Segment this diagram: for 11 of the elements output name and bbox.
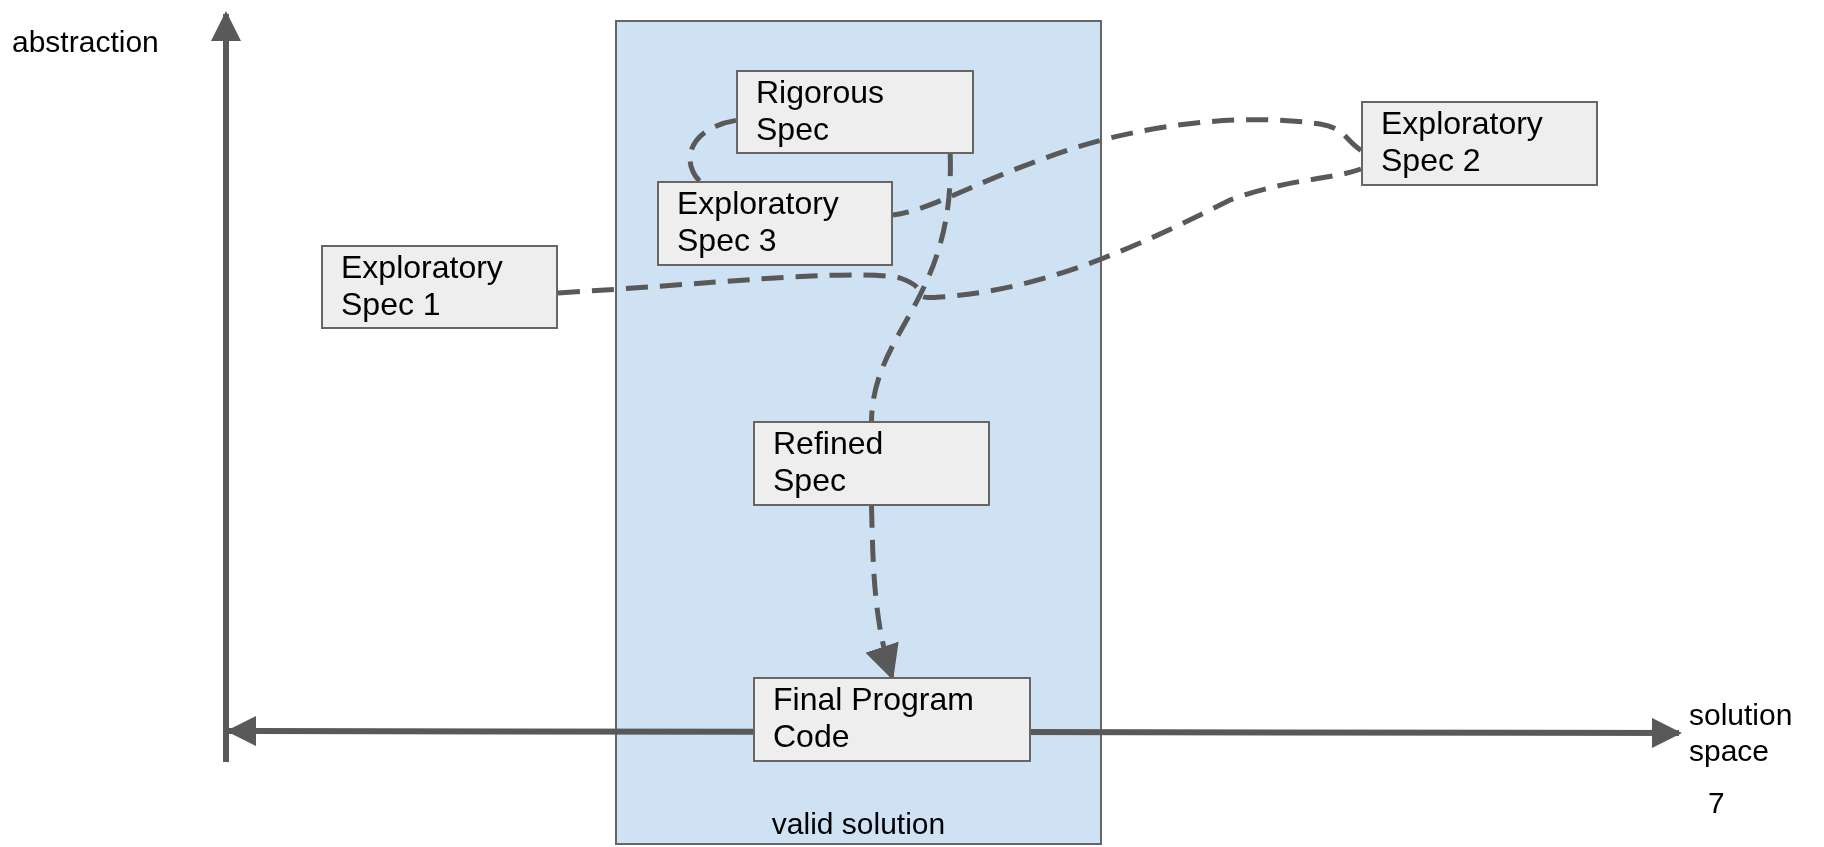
spec-box: Exploratory Spec 1: [321, 245, 558, 329]
spec-box: Exploratory Spec 3: [657, 181, 893, 266]
page-number: 7: [1708, 785, 1725, 821]
spec-box: Refined Spec: [753, 421, 990, 506]
region-band: [615, 20, 1102, 845]
axis-label: solution space: [1689, 697, 1794, 769]
axis-label: abstraction: [12, 24, 159, 60]
region-label: valid solution: [771, 807, 946, 841]
spec-box: Rigorous Spec: [736, 70, 974, 154]
spec-box: Final Program Code: [753, 677, 1031, 762]
spec-box: Exploratory Spec 2: [1361, 101, 1598, 186]
